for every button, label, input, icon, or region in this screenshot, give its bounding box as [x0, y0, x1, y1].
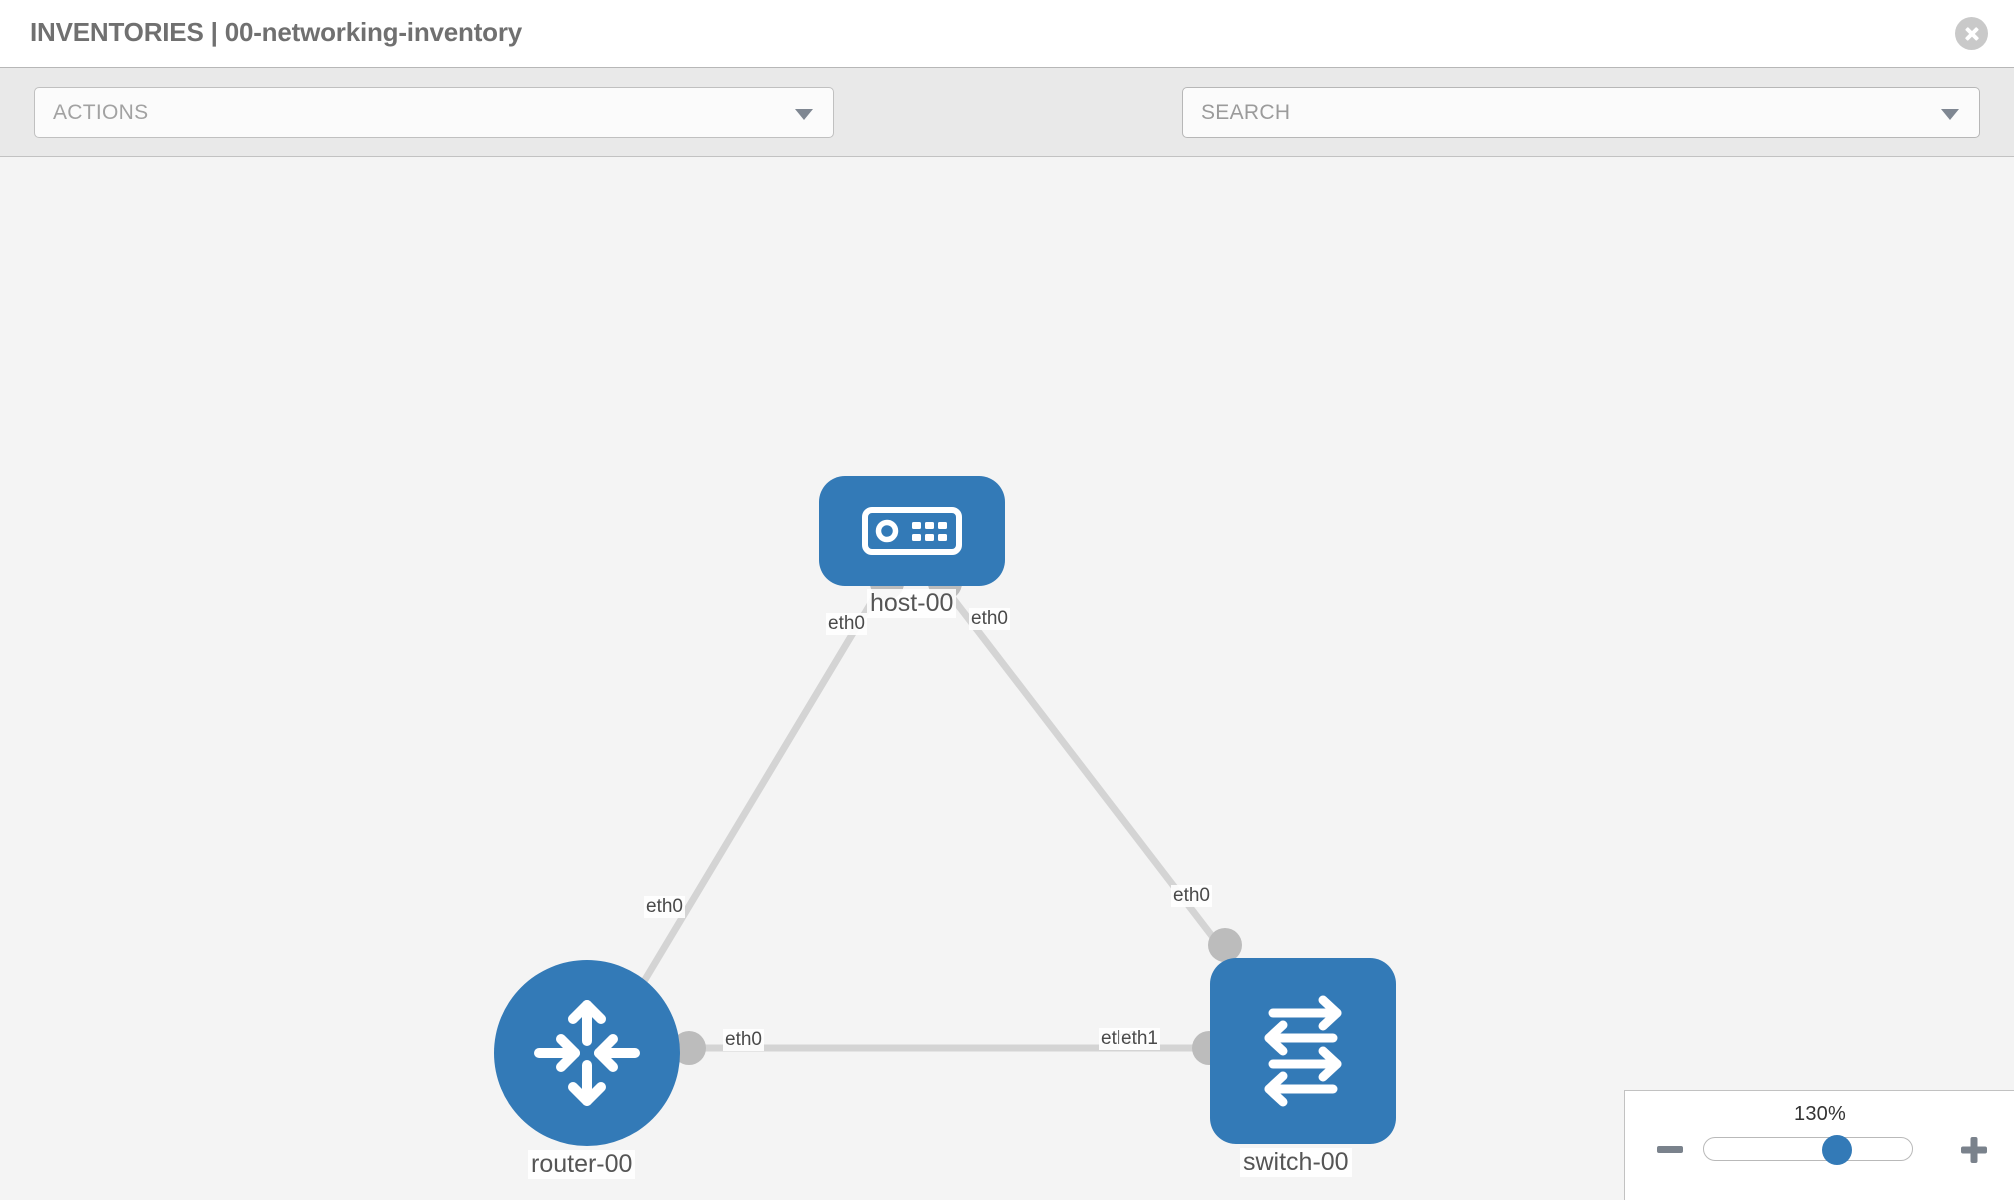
link-host-router — [636, 586, 884, 990]
search-input[interactable]: SEARCH — [1182, 87, 1980, 138]
zoom-control-panel: 130% — [1624, 1090, 2014, 1200]
zoom-percentage-label: 130% — [1794, 1103, 1846, 1125]
iface-label-switch-eth1: eth1 — [1119, 1028, 1160, 1050]
topology-canvas[interactable]: host-00 — [0, 158, 2014, 1200]
toolbar: ACTIONS SEARCH — [0, 68, 2014, 199]
iface-label-host-right: eth0 — [969, 608, 1010, 630]
connector-switch-top[interactable] — [1208, 928, 1242, 962]
page-title: INVENTORIES | 00-networking-inventory — [30, 17, 523, 47]
iface-label-router-uplink: eth0 — [644, 896, 685, 918]
page-header: INVENTORIES | 00-networking-inventory — [0, 0, 2014, 68]
node-router-00-shape[interactable] — [494, 960, 680, 1146]
zoom-slider-track[interactable] — [1703, 1137, 1913, 1161]
iface-label-router-eth0: eth0 — [723, 1029, 764, 1051]
zoom-slider-thumb[interactable] — [1821, 1135, 1852, 1165]
node-router-00-label: router-00 — [528, 1150, 636, 1179]
node-router-00[interactable]: router-00 — [494, 960, 680, 1179]
node-switch-00[interactable]: switch-00 — [1210, 958, 1396, 1177]
switch-arrows-icon — [1264, 995, 1342, 1107]
node-switch-00-label: switch-00 — [1240, 1148, 1352, 1177]
iface-label-switch-uplink: eth0 — [1171, 885, 1212, 907]
node-host-00-shape[interactable] — [819, 476, 1005, 586]
zoom-out-button[interactable] — [1657, 1146, 1683, 1153]
router-arrows-icon — [534, 1000, 640, 1106]
node-host-00[interactable]: host-00 — [819, 476, 1005, 618]
chevron-down-icon — [795, 109, 813, 120]
actions-dropdown[interactable]: ACTIONS — [34, 87, 834, 138]
close-icon[interactable] — [1955, 17, 1988, 50]
node-switch-00-shape[interactable] — [1210, 958, 1396, 1144]
actions-dropdown-label: ACTIONS — [53, 101, 149, 124]
search-chevron-down-icon[interactable] — [1941, 109, 1959, 120]
iface-label-host-left: eth0 — [826, 613, 867, 635]
server-icon — [862, 507, 962, 555]
zoom-in-button[interactable] — [1960, 1136, 1988, 1164]
node-host-00-label: host-00 — [867, 589, 957, 618]
topology-links — [636, 585, 1228, 1052]
search-placeholder: SEARCH — [1201, 101, 1291, 124]
